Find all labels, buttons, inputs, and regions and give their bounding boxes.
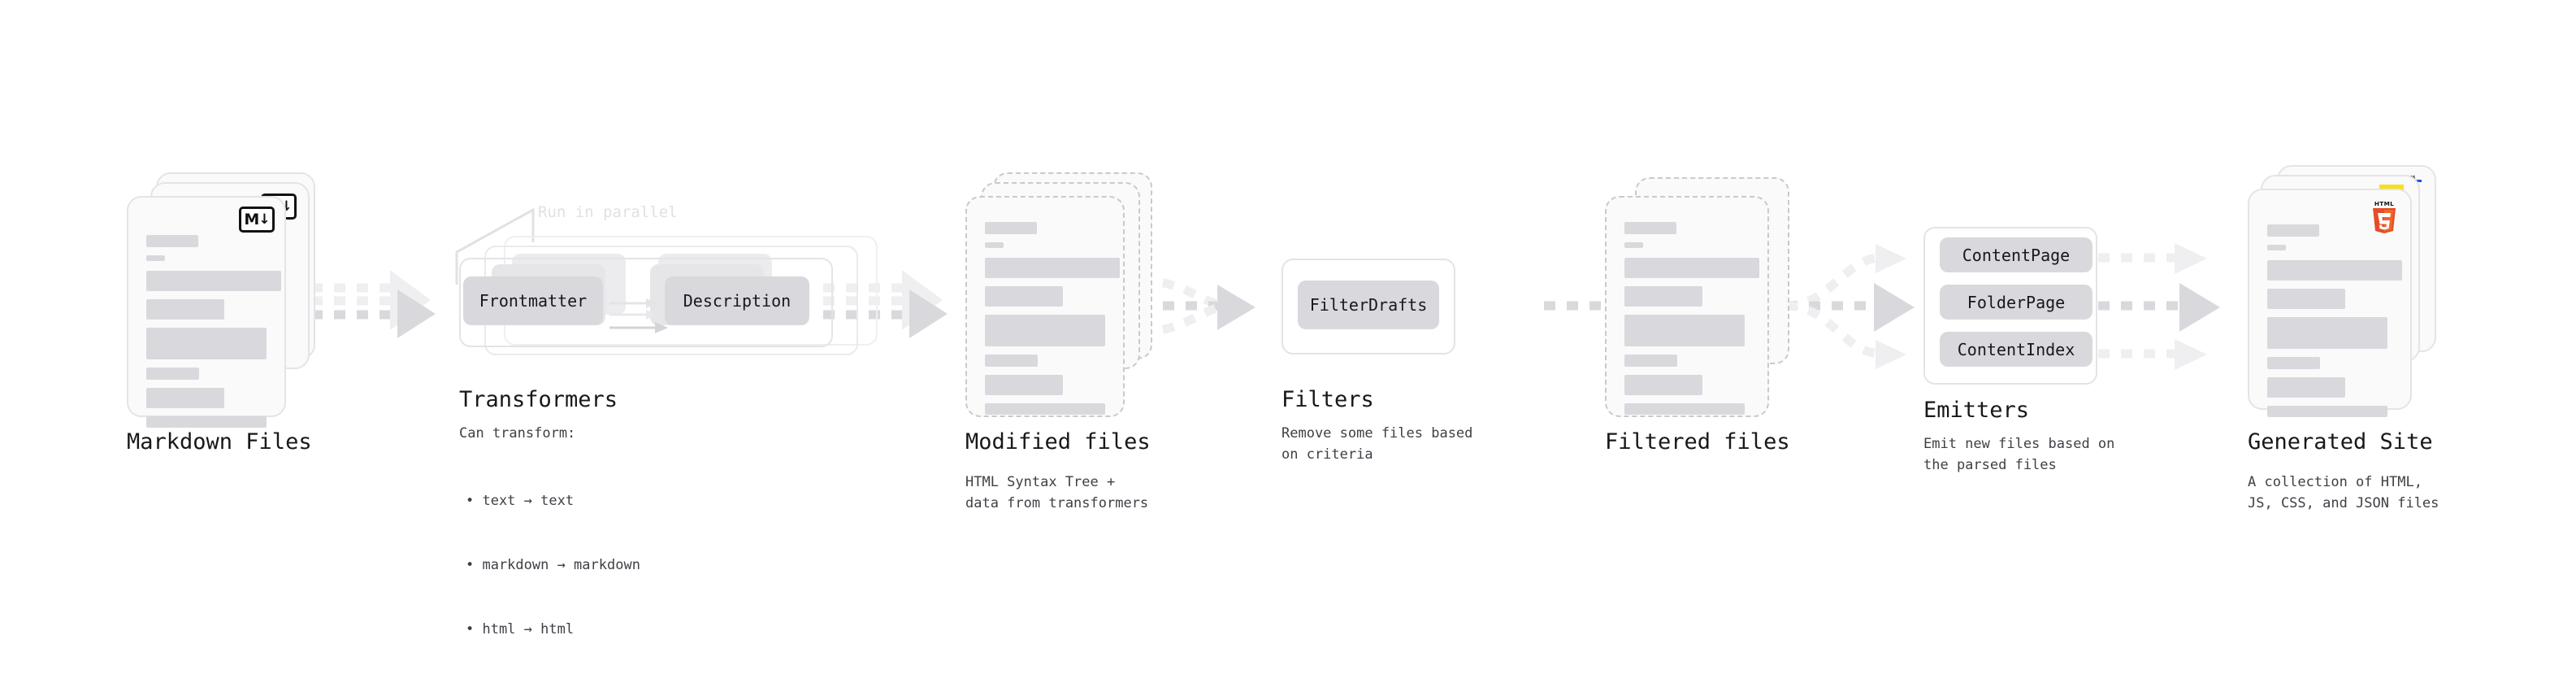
- file-placeholder-bars: [146, 235, 281, 436]
- transformers-bullet: • markdown → markdown: [466, 556, 640, 573]
- transformer-chip-label: Frontmatter: [479, 291, 588, 311]
- markdown-icon-letter: M: [244, 210, 259, 228]
- emitter-chip-folderpage[interactable]: FolderPage: [1940, 285, 2092, 320]
- site-file-card-front: HTML: [2248, 189, 2412, 417]
- transformers-bullets: • text → text • markdown → markdown • ht…: [466, 447, 640, 683]
- filters-subtitle: Remove some files based on criteria: [1281, 425, 1473, 463]
- transformer-chip-description[interactable]: Description: [665, 276, 809, 325]
- arrow-filtered-to-emitters: [1785, 244, 1915, 369]
- modified-file-card-front: [965, 196, 1125, 417]
- arrow-markdown-to-transformers: [311, 270, 436, 338]
- transformer-chip-label: Description: [683, 291, 791, 311]
- html5-icon: HTML: [2373, 200, 2396, 233]
- file-placeholder-bars: [1624, 222, 1759, 423]
- modified-files-subtitle: HTML Syntax Tree + data from transformer…: [965, 474, 1149, 512]
- stage-title-transformers: Transformers: [459, 387, 618, 412]
- stage-title-markdown-files: Markdown Files: [127, 429, 312, 455]
- file-placeholder-bars: [2267, 224, 2402, 425]
- markdown-icon-arrow: ↓: [258, 211, 270, 228]
- emitter-chip-contentpage[interactable]: ContentPage: [1940, 237, 2092, 272]
- stage-title-modified-files: Modified files: [965, 429, 1151, 455]
- emitter-chip-contentindex[interactable]: ContentIndex: [1940, 332, 2092, 367]
- filter-chip-label: FilterDrafts: [1309, 295, 1428, 315]
- transformer-chip-frontmatter[interactable]: Frontmatter: [463, 276, 603, 325]
- generated-site-subtitle: A collection of HTML, JS, CSS, and JSON …: [2248, 474, 2439, 512]
- emitter-chip-label: ContentIndex: [1957, 339, 2075, 359]
- file-placeholder-bars: [985, 222, 1120, 423]
- stage-title-filtered-files: Filtered files: [1605, 429, 1790, 455]
- transformers-bullet: • html → html: [466, 620, 575, 637]
- parallel-bracket: [455, 207, 535, 285]
- stage-title-generated-site: Generated Site: [2248, 429, 2433, 455]
- stage-title-emitters: Emitters: [1923, 398, 2030, 423]
- run-in-parallel-label: Run in parallel: [538, 203, 678, 221]
- emitter-chip-label: ContentPage: [1962, 245, 2071, 265]
- filtered-file-card-front: [1605, 196, 1769, 417]
- transformer-inner-arrows: [609, 298, 668, 333]
- arrow-emitters-to-site: [2098, 243, 2220, 370]
- stage-title-filters: Filters: [1281, 387, 1374, 412]
- transformers-subtitle: Can transform:: [459, 425, 576, 442]
- filter-chip-filterdrafts[interactable]: FilterDrafts: [1298, 281, 1439, 329]
- emitter-chip-label: FolderPage: [1967, 292, 2066, 312]
- arrow-modified-to-filters: [1139, 276, 1255, 337]
- markdown-file-card-front: M↓: [127, 196, 286, 428]
- svg-text:HTML: HTML: [2374, 200, 2394, 207]
- transformers-bullet: • text → text: [466, 492, 575, 509]
- emitters-subtitle: Emit new files based on the parsed files: [1923, 436, 2115, 474]
- markdown-icon: M↓: [239, 207, 275, 233]
